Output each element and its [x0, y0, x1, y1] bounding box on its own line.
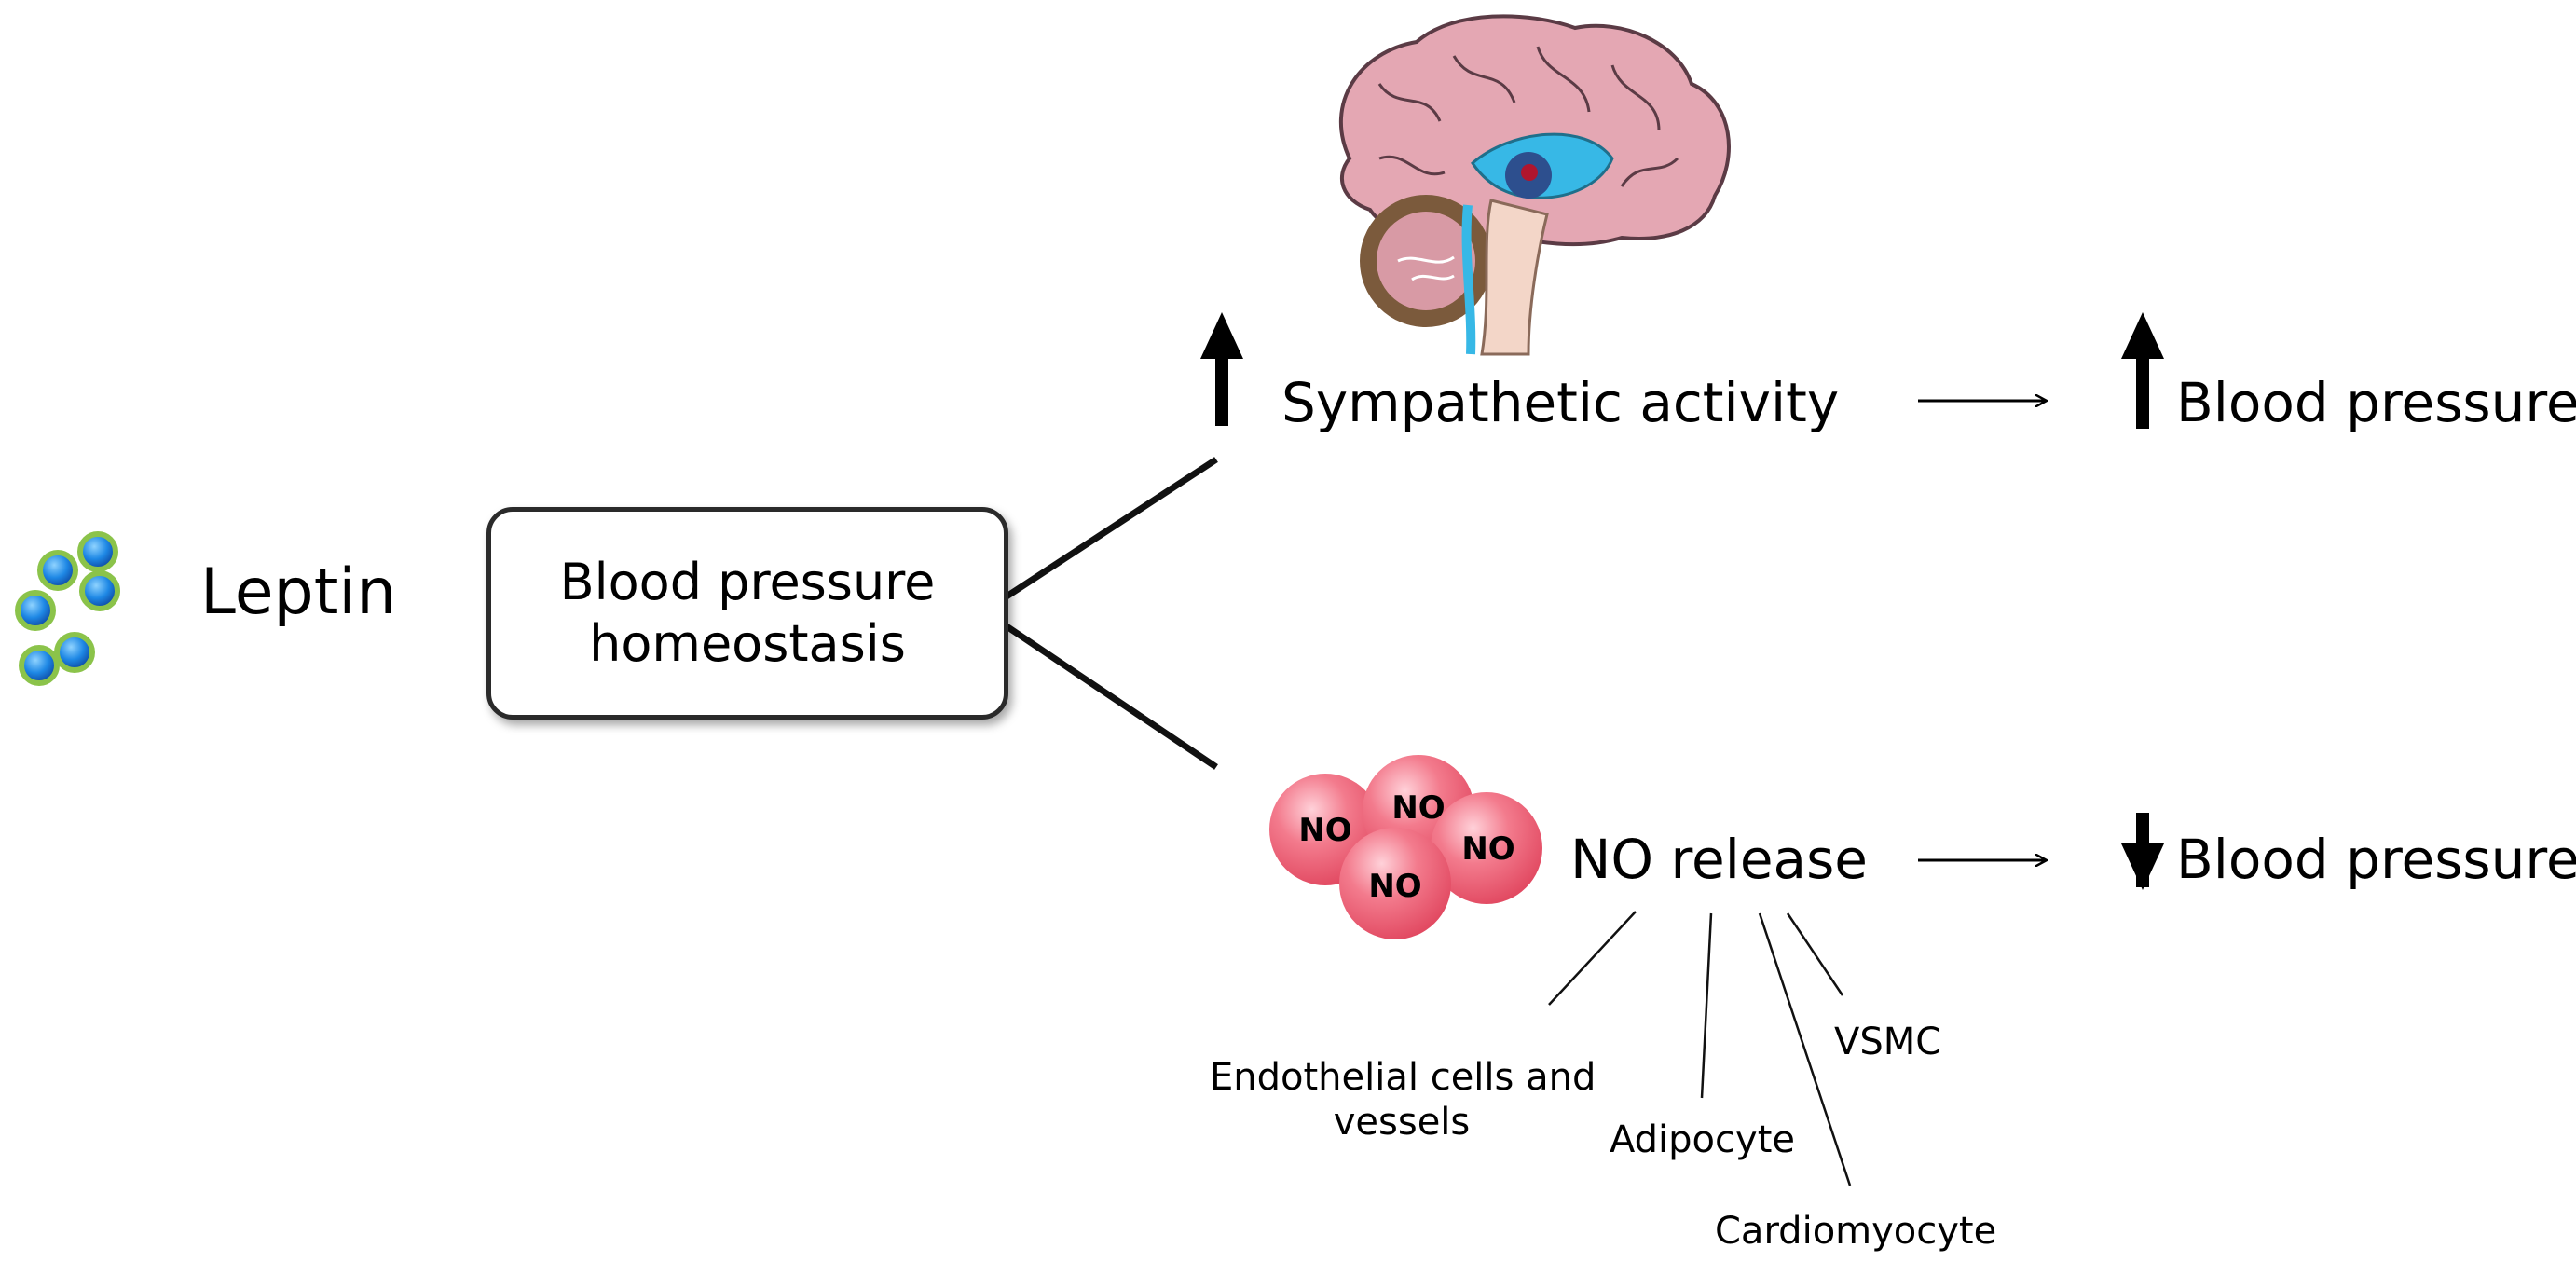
adipocyte-line [1700, 912, 1713, 1099]
vsmc-label: VSMC [1834, 1021, 1942, 1063]
no-bubble-label: NO [1298, 812, 1351, 849]
hub-line-2: homeostasis [589, 614, 906, 673]
endothelial-label-line-1: Endothelial cells and [1210, 1056, 1596, 1099]
leptin-molecules-icon [15, 531, 120, 686]
cardiomyocyte-line [1758, 912, 1852, 1186]
no-bubble-label: NO [1368, 868, 1421, 905]
endothelial-line [1548, 911, 1637, 1006]
bp-down-arrow-icon [2121, 813, 2164, 890]
no-bubble-label: NO [1461, 830, 1514, 868]
endothelial-label-line-2: vessels [1333, 1101, 1471, 1144]
no-release-label: NO release [1570, 828, 1868, 891]
upper-branch-line [1005, 457, 1218, 599]
cardiomyocyte-label: Cardiomyocyte [1715, 1210, 1997, 1253]
bp-increase-label: Blood pressure [2176, 371, 2576, 434]
hub-line-1: Blood pressure [559, 553, 936, 611]
endothelial-label: Endothelial cells and vessels [1210, 1055, 1596, 1145]
sympathetic-up-arrow-icon [1200, 312, 1243, 426]
adipocyte-label: Adipocyte [1610, 1118, 1795, 1161]
no-bubble-label: NO [1391, 789, 1445, 827]
bp-homeostasis-box: Blood pressure homeostasis [486, 507, 1008, 720]
vsmc-line [1786, 912, 1844, 996]
lower-branch-line [1005, 624, 1218, 770]
brain-icon [1338, 14, 1731, 356]
no-bubbles-icon: NO NO NO NO [1269, 755, 1542, 939]
bp-decrease-label: Blood pressure [2176, 828, 2576, 891]
bp-up-arrow-icon [2121, 312, 2164, 429]
leptin-label: Leptin [200, 555, 397, 629]
sympathetic-activity-label: Sympathetic activity [1281, 371, 1840, 434]
